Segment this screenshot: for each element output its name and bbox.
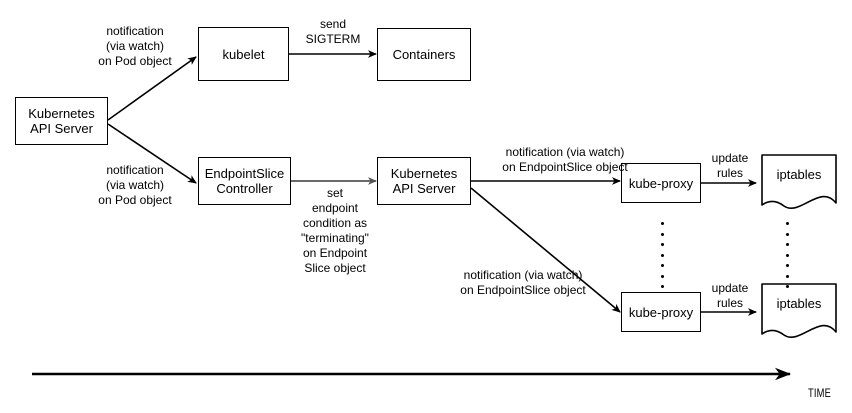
iptables-bottom-label: iptables (776, 296, 822, 311)
node-endpointslice-controller[interactable]: EndpointSlice Controller (198, 157, 291, 205)
node-containers[interactable]: Containers (377, 28, 471, 81)
node-kube-proxy-bottom[interactable]: kube-proxy (621, 292, 701, 332)
edge-label-notify-kubeproxy-top: notification (via watch) on EndpointSlic… (502, 145, 628, 174)
ellipsis-iptables (785, 222, 789, 288)
node-kube-proxy-top[interactable]: kube-proxy (621, 163, 701, 203)
edge-label-send-sigterm: send SIGTERM (305, 17, 361, 46)
node-kubelet[interactable]: kubelet (198, 27, 289, 81)
time-axis-label: TIME (808, 386, 831, 400)
node-iptables-bottom[interactable]: iptables (762, 284, 836, 336)
iptables-top-label: iptables (776, 167, 822, 182)
edge-label-update-rules-bottom: update rules (711, 281, 749, 310)
edge-label-set-endpoint-condition: set endpoint condition as "terminating" … (301, 186, 369, 275)
edge-label-notify-kubelet: notification (via watch) on Pod object (98, 24, 172, 68)
edge-label-update-rules-top: update rules (711, 151, 749, 180)
node-iptables-top[interactable]: iptables (762, 155, 836, 207)
edge-label-notify-endpointslice-controller: notification (via watch) on Pod object (98, 163, 172, 207)
node-api-server-1[interactable]: Kubernetes API Server (15, 97, 108, 145)
ellipsis-kube-proxy (660, 222, 664, 288)
edge-label-notify-kubeproxy-bottom: notification (via watch) on EndpointSlic… (460, 268, 586, 297)
node-api-server-2[interactable]: Kubernetes API Server (377, 157, 471, 205)
